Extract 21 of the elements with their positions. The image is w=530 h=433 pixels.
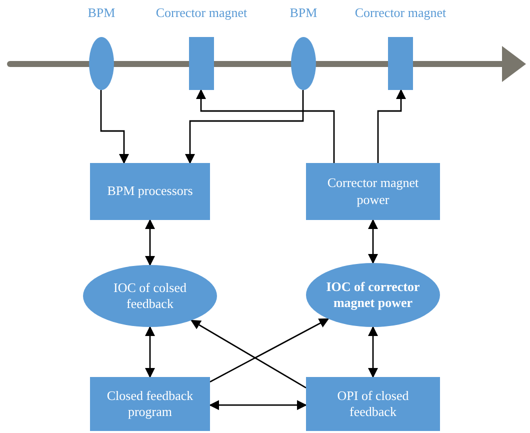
process-box: OPI of closed feedback [306,377,440,431]
connector-arrow [368,219,378,264]
connector-arrow [100,90,129,164]
process-box: Corrector magnet power [306,163,440,220]
connector-arrow [377,89,406,163]
component-label: BPM [290,5,318,21]
ioc-ellipse: IOC of colsed feedback [83,265,217,327]
connector-arrow [145,219,155,266]
component-label: BPM [88,5,116,21]
connector-arrow [368,326,378,378]
connector-arrow [190,320,306,388]
connector-arrow [209,400,307,410]
connector-arrow [145,326,155,378]
component-label: Corrector magnet [156,5,248,21]
process-box: BPM processors [90,163,210,220]
ioc-ellipse: IOC of corrector magnet power [306,263,440,327]
process-box: Closed feedback program [90,377,210,431]
connector-arrow [210,318,330,382]
component-label: Corrector magnet [354,5,446,21]
connector-arrow [185,90,304,164]
connector-arrow [196,89,335,163]
